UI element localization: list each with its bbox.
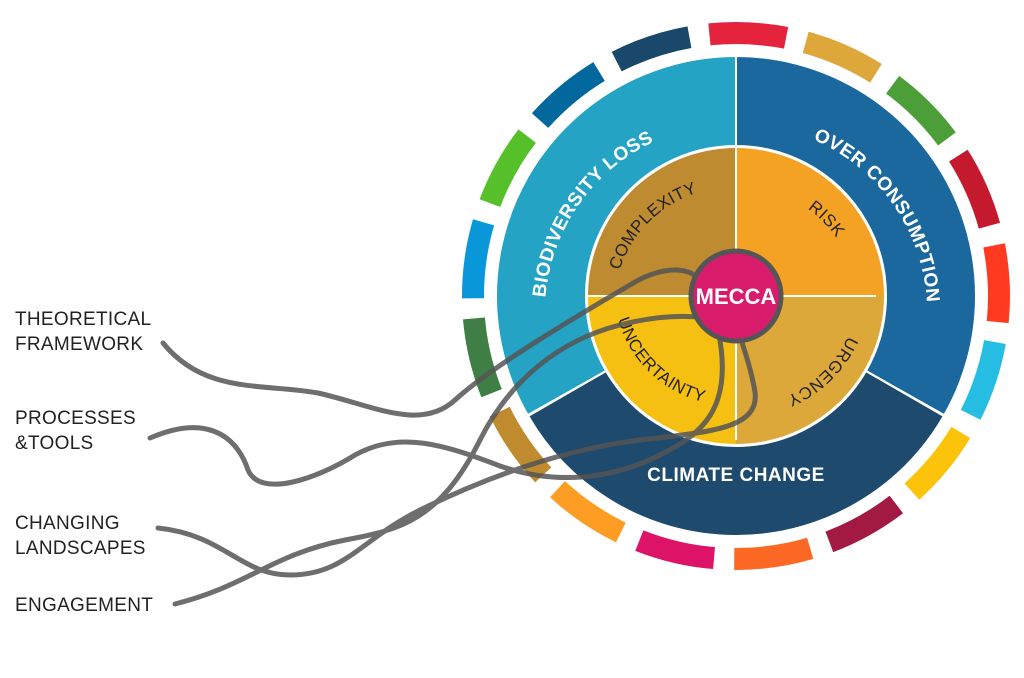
outer-ring-block xyxy=(886,75,956,146)
urgency-quadrant xyxy=(736,296,884,444)
outer-ring-block xyxy=(825,495,904,553)
label-engagement: ENGAGEMENT xyxy=(15,593,153,618)
outer-ring-block xyxy=(802,31,882,83)
outer-ring-block xyxy=(904,426,971,500)
uncertainty-quadrant xyxy=(588,296,736,444)
outer-ring-block xyxy=(960,340,1006,420)
complexity-quadrant xyxy=(588,148,736,296)
outer-ring-block xyxy=(611,26,692,72)
ring-dividers xyxy=(527,58,945,416)
mecca-center: MECCA xyxy=(688,248,784,344)
connection-strands xyxy=(147,267,758,607)
label-changing-landscapes: CHANGING LANDSCAPES xyxy=(15,511,146,561)
outer-ring-block xyxy=(734,537,814,570)
mecca-center-circle xyxy=(688,248,784,344)
outer-ring-block xyxy=(635,530,715,570)
label-line: LANDSCAPES xyxy=(15,538,146,559)
outer-ring-block xyxy=(479,129,536,208)
label-line: &TOOLS xyxy=(15,433,94,454)
middle-ring xyxy=(495,54,977,537)
label-line: ENGAGEMENT xyxy=(15,595,154,616)
climate-change-label: CLIMATE CHANGE xyxy=(647,465,825,486)
outer-ring-block xyxy=(708,21,789,49)
biodiversity-loss-segment xyxy=(495,54,737,418)
mecca-center-label: MECCA xyxy=(696,284,777,309)
outer-ring-block xyxy=(462,219,495,299)
outer-ring-block xyxy=(550,481,626,543)
outer-ring-block xyxy=(463,317,502,398)
label-theoretical-framework: THEORETICAL FRAMEWORK xyxy=(15,307,151,357)
strand-changing-landscapes xyxy=(155,315,758,578)
strand-theoretical-framework xyxy=(160,267,708,418)
label-line: THEORETICAL xyxy=(15,309,152,330)
outer-ring-block xyxy=(983,243,1010,324)
over-consumption-segment xyxy=(735,54,977,418)
strand-engagement xyxy=(172,313,731,607)
inner-quadrants xyxy=(588,148,884,444)
climate-change-segment xyxy=(526,369,946,537)
outer-ring-block xyxy=(949,149,1001,229)
strand-processes-tools xyxy=(147,327,725,487)
label-line: FRAMEWORK xyxy=(15,334,144,355)
label-line: PROCESSES xyxy=(15,408,136,429)
label-processes-tools: PROCESSES &TOOLS xyxy=(15,406,136,456)
risk-quadrant xyxy=(736,148,884,296)
label-line: CHANGING xyxy=(15,513,120,534)
outer-ring-block xyxy=(531,62,605,128)
